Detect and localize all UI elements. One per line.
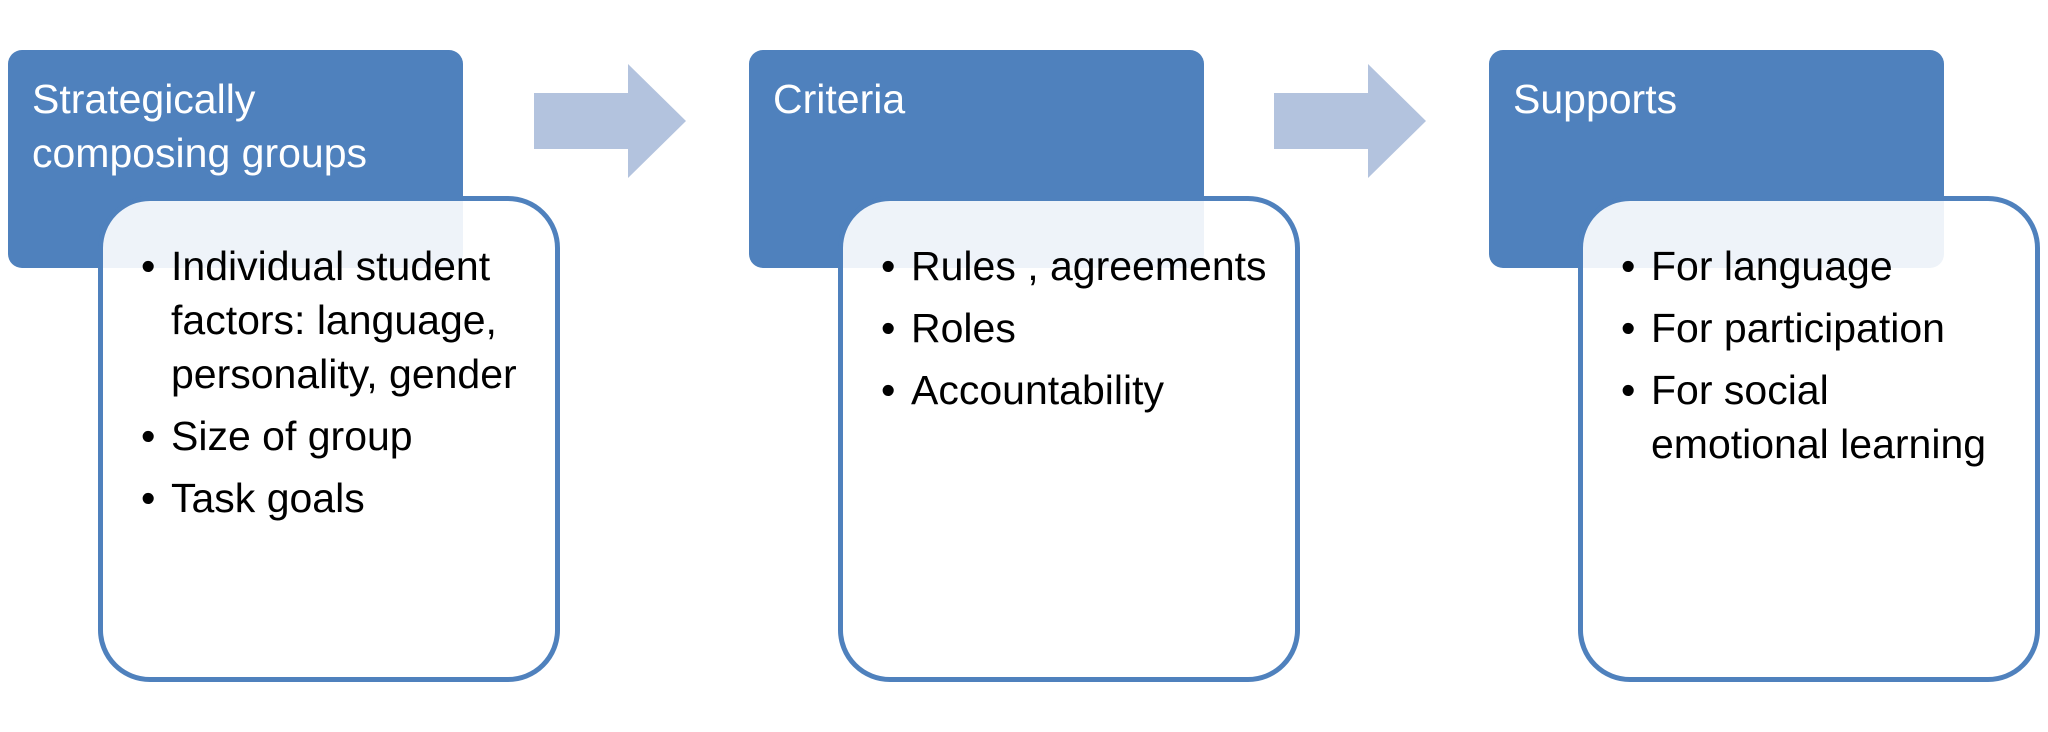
group-title: Criteria xyxy=(773,76,906,122)
group-title: Supports xyxy=(1513,76,1678,122)
bullet-icon: • xyxy=(141,475,156,521)
arrow-shape xyxy=(1274,64,1426,178)
list-item-text: For participation xyxy=(1651,305,1945,351)
list-item-text: Size of group xyxy=(171,413,413,459)
list-item-text: Rules , agreements xyxy=(911,243,1267,289)
bullet-list: • Rules , agreements • Roles • Accountab… xyxy=(881,239,1275,417)
group-details-card: • Rules , agreements • Roles • Accountab… xyxy=(838,196,1300,682)
bullet-icon: • xyxy=(141,243,156,289)
list-item-text: Accountability xyxy=(911,367,1164,413)
list-item-text: Individual student factors: language, pe… xyxy=(171,243,517,397)
bullet-icon: • xyxy=(881,243,896,289)
list-item-text: Roles xyxy=(911,305,1016,351)
bullet-icon: • xyxy=(881,305,896,351)
list-item-text: For language xyxy=(1651,243,1893,289)
group-details-card: • For language • For participation • For… xyxy=(1578,196,2040,682)
list-item: • Rules , agreements xyxy=(881,239,1275,293)
bullet-icon: • xyxy=(141,413,156,459)
group-details-card: • Individual student factors: language, … xyxy=(98,196,560,682)
list-item: • Size of group xyxy=(141,409,535,463)
list-item: • Roles xyxy=(881,301,1275,355)
group-title: Strategically composing groups xyxy=(32,76,368,176)
list-item: • Accountability xyxy=(881,363,1275,417)
bullet-icon: • xyxy=(1621,243,1636,289)
list-item: • Individual student factors: language, … xyxy=(141,239,535,401)
bullet-icon: • xyxy=(1621,367,1636,413)
bullet-list: • For language • For participation • For… xyxy=(1621,239,2015,471)
list-item-text: For social emotional learning xyxy=(1651,367,1987,467)
right-arrow-icon xyxy=(534,64,686,178)
right-arrow-icon xyxy=(1274,64,1426,178)
list-item: • For participation xyxy=(1621,301,2015,355)
list-item: • Task goals xyxy=(141,471,535,525)
bullet-list: • Individual student factors: language, … xyxy=(141,239,535,525)
list-item: • For social emotional learning xyxy=(1621,363,2015,471)
bullet-icon: • xyxy=(881,367,896,413)
bullet-icon: • xyxy=(1621,305,1636,351)
list-item: • For language xyxy=(1621,239,2015,293)
arrow-shape xyxy=(534,64,686,178)
list-item-text: Task goals xyxy=(171,475,365,521)
